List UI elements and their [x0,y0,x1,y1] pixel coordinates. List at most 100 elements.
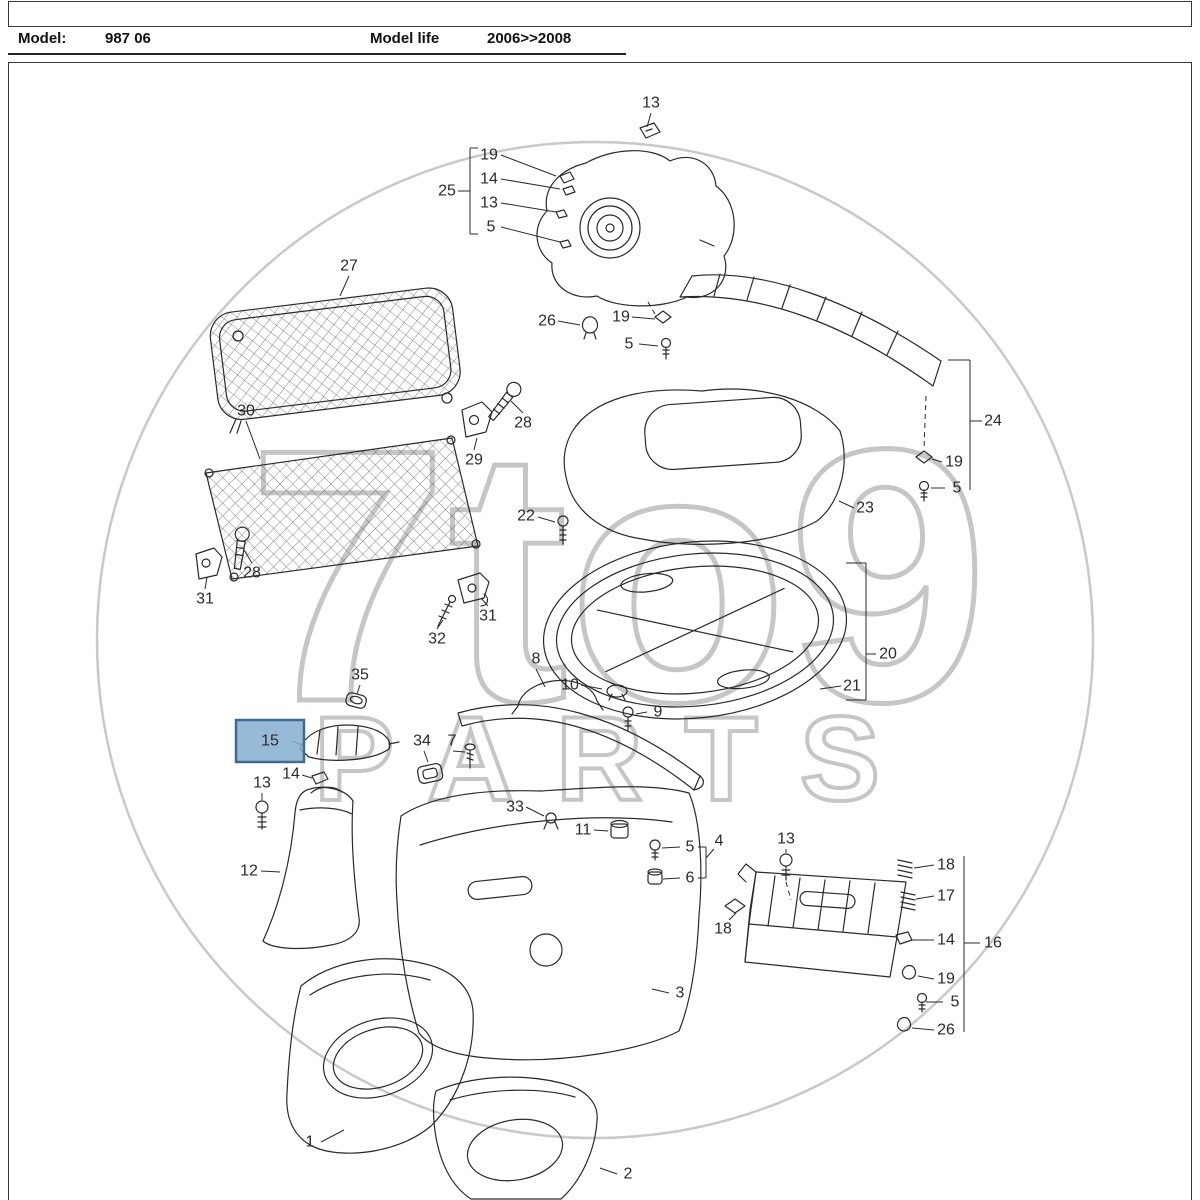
part-5-bolt-right-drawing [916,992,928,1013]
part-callout-25[interactable]: 25 [438,183,456,200]
part-callout-8[interactable]: 8 [532,651,541,668]
part-28-bolt-right-drawing [488,381,522,421]
fasteners-26-19-5-mid-drawing [581,310,672,360]
part-callout-9[interactable]: 9 [654,704,663,721]
part-3-side-panel-drawing [395,786,702,1061]
part-callout-13[interactable]: 13 [777,831,795,848]
watermark-text-2: PARTS [314,692,922,826]
part-1-trim-drawing [286,958,474,1154]
part-20-21-tub-drawing [542,540,848,720]
part-callout-13[interactable]: 13 [480,195,498,212]
part-25-speaker-panel-drawing [536,150,735,307]
part-callout-5[interactable]: 5 [953,480,962,497]
part-callout-14[interactable]: 14 [937,932,955,949]
part-callout-12[interactable]: 12 [240,863,258,880]
part-callout-11[interactable]: 11 [575,822,592,839]
part-callout-28[interactable]: 28 [243,565,261,582]
model-row-underline [8,53,626,55]
part-callout-27[interactable]: 27 [340,258,358,275]
part-callout-5[interactable]: 5 [951,994,960,1011]
part-callout-20[interactable]: 20 [879,646,897,663]
selected-part-highlight [234,718,306,764]
part-7-pin-drawing [464,743,476,769]
part-callout-30[interactable]: 30 [237,403,255,420]
part-23-lid-drawing [563,388,845,545]
part-13-bolt-right-drawing [779,853,793,881]
part-drawings [195,122,942,1200]
part-callout-3[interactable]: 3 [676,985,685,1002]
model-value: 987 06 [105,30,151,47]
top-header-strip [8,1,1192,27]
part-callout-18[interactable]: 18 [937,857,955,874]
part-31-bracket-left-drawing [195,547,223,580]
part-5-bolt-mid-drawing [649,839,661,861]
part-8-handle-drawing [511,679,604,715]
part-callout-31[interactable]: 31 [479,608,497,625]
part-28-bolt-left-drawing [233,526,250,570]
part-18-spring-drawing [897,859,913,879]
part-callout-4[interactable]: 4 [715,833,724,850]
part-9-screw-drawing [622,706,634,732]
watermark-text-1: 7to9 [248,375,988,777]
part-30-cargo-net-drawing [204,435,481,582]
model-life-value: 2006>>2008 [487,30,572,47]
part-10-clip-drawing [606,684,628,701]
part-callout-7[interactable]: 7 [448,733,457,750]
part-16-tray-drawing [737,863,907,978]
part-18-clip-left-drawing [724,898,746,914]
part-4-sill-drawing [457,704,704,791]
part-callout-23[interactable]: 23 [856,500,874,517]
part-callout-6[interactable]: 6 [686,870,695,887]
part-11-grommet-drawing [610,819,629,839]
part-32-screw-drawing [437,594,457,627]
part-callout-14[interactable]: 14 [480,171,498,188]
part-callout-21[interactable]: 21 [843,678,861,695]
part-callout-2[interactable]: 2 [624,1166,633,1183]
part-33-clip-drawing [543,812,559,830]
part-callout-19[interactable]: 19 [945,454,963,471]
part-callout-26[interactable]: 26 [538,313,556,330]
part-13-clip-top-drawing [639,122,661,139]
part-callout-19[interactable]: 19 [612,309,630,326]
part-callout-32[interactable]: 32 [428,631,446,648]
watermark: 7to9 PARTS [95,140,1095,1140]
part-22-screw-drawing [557,515,569,545]
part-callout-24[interactable]: 24 [984,413,1002,430]
part-callout-15[interactable]: 15 [261,733,279,750]
part-callout-5[interactable]: 5 [487,219,496,236]
part-callout-35[interactable]: 35 [351,667,369,684]
part-callout-19[interactable]: 19 [480,147,498,164]
part-callout-33[interactable]: 33 [506,799,524,816]
part-callout-5[interactable]: 5 [625,336,634,353]
part-26-clip-right-drawing [896,1016,912,1032]
part-callout-13[interactable]: 13 [642,95,660,112]
part-callout-14[interactable]: 14 [282,766,300,783]
diagram-panel [8,62,1192,1200]
leader-lines [204,112,982,1175]
part-14-clip-upper-drawing [311,771,329,785]
part-callout-29[interactable]: 29 [465,452,483,469]
part-19-clip-right-drawing [901,964,917,980]
part-callout-5[interactable]: 5 [686,839,695,856]
part-callout-1[interactable]: 1 [306,1134,315,1151]
part-callout-34[interactable]: 34 [413,733,431,750]
part-callout-31[interactable]: 31 [196,591,214,608]
part-callout-22[interactable]: 22 [517,508,535,525]
part-6-grommet-drawing [647,868,663,885]
model-life-label: Model life [370,30,440,47]
part-2-trim-drawing [433,1076,598,1200]
part-callout-26[interactable]: 26 [937,1022,955,1039]
part-14-clip-right-drawing [895,931,913,945]
part-callout-16[interactable]: 16 [984,935,1002,952]
model-info-row: Model: 987 06 Model life 2006>>2008 [8,30,1190,52]
part-callout-17[interactable]: 17 [937,888,955,905]
part-callout-10[interactable]: 10 [561,677,579,694]
part-27-partition-net-drawing [209,287,461,434]
part-callout-28[interactable]: 28 [514,415,532,432]
part-12-pillar-trim-drawing [262,786,360,950]
part-29-bracket-drawing [461,401,493,438]
part-callout-19[interactable]: 19 [937,971,955,988]
part-callout-13[interactable]: 13 [253,775,271,792]
part-callout-18[interactable]: 18 [714,921,732,938]
